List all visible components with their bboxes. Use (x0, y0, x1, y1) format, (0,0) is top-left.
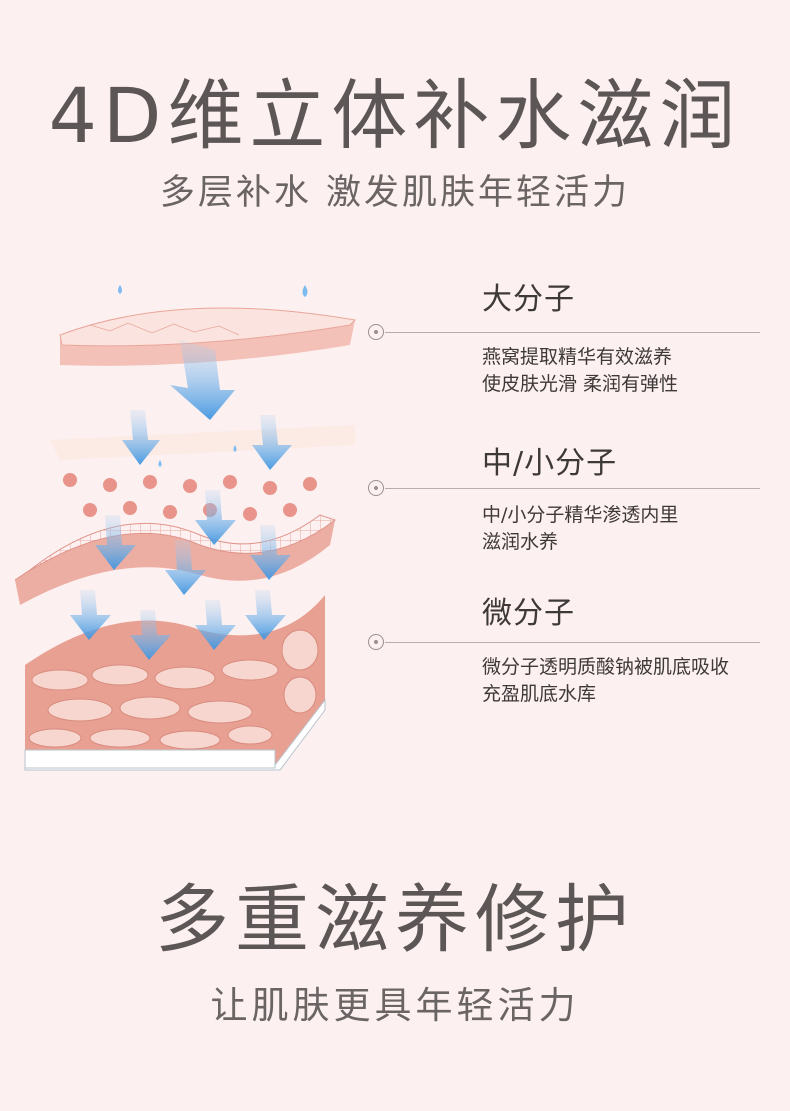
connector-line (368, 324, 760, 342)
skin-layers-illustration (14, 285, 357, 771)
tissue-block (24, 595, 326, 771)
particle-dots (63, 473, 317, 521)
connector-dot-icon (368, 324, 384, 340)
top-layer (59, 307, 357, 366)
layer-name: 微分子 (482, 596, 575, 631)
connector-dot-icon (368, 634, 384, 650)
layer-desc-line1: 中/小分子精华渗透内里 (482, 504, 679, 526)
layer-desc-line2: 滋润水养 (482, 531, 559, 553)
layer-desc-line1: 燕窝提取精华有效滋养 (482, 346, 673, 368)
translucent-layer (50, 425, 355, 460)
connector-line (368, 634, 760, 652)
footer-subtitle: 让肌肤更具年轻活力 (210, 984, 580, 1027)
connector-dot-icon (368, 480, 384, 496)
layer-desc-line2: 使皮肤光滑 柔润有弹性 (482, 373, 679, 395)
page-title: 4D维立体补水滋润 (48, 71, 742, 160)
layer-desc-line2: 充盈肌底水库 (482, 683, 597, 705)
layer-desc-line1: 微分子透明质酸钠被肌底吸收 (482, 656, 730, 678)
water-arrows (70, 340, 292, 660)
connector-line (368, 480, 760, 498)
layer-name: 大分子 (482, 282, 575, 317)
water-drops (118, 285, 308, 467)
grid-layer (14, 514, 337, 605)
footer-title: 多重滋养修护 (155, 877, 635, 963)
layer-name: 中/小分子 (482, 446, 618, 481)
page-subtitle: 多层补水 激发肌肤年轻活力 (159, 173, 631, 213)
